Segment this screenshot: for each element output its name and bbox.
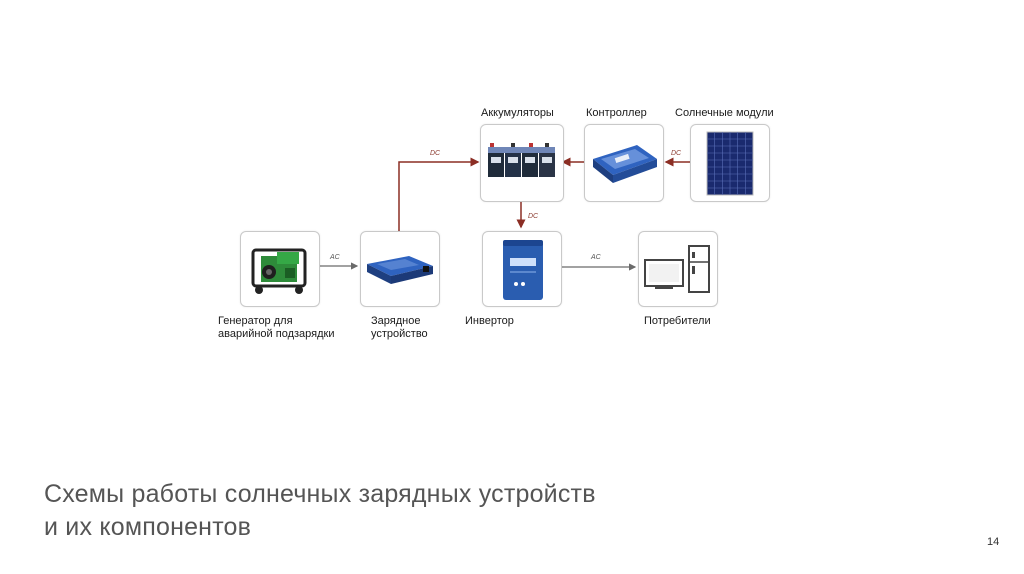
conn-label-solar-controller: DC	[671, 150, 682, 157]
label-charger-line2: устройство	[371, 328, 428, 340]
label-charger-line1: Зарядное	[371, 315, 421, 327]
conn-label-charger-batteries: DC	[430, 150, 441, 157]
tv-fridge-icon	[644, 245, 710, 293]
conn-label-generator-charger: AC	[330, 254, 340, 261]
label-controller: Контроллер	[586, 107, 647, 119]
generator-icon	[251, 248, 307, 294]
charger-icon	[367, 256, 433, 284]
label-batteries: Аккумуляторы	[481, 107, 554, 119]
inverter-icon	[503, 240, 543, 300]
slide-title: Схемы работы солнечных зарядных устройст…	[44, 478, 744, 544]
solar-panel-icon	[706, 131, 754, 196]
label-consumers: Потребители	[644, 315, 711, 327]
wire-charger-batteries	[398, 157, 480, 231]
node-solar	[690, 124, 770, 202]
node-consumers	[638, 231, 718, 307]
label-solar: Солнечные модули	[675, 107, 774, 119]
page-number: 14	[987, 536, 1000, 548]
node-generator	[240, 231, 320, 307]
label-generator-line2: аварийной подзарядки	[218, 328, 335, 340]
charge-controller-icon	[593, 145, 657, 183]
node-batteries	[480, 124, 564, 202]
conn-label-batteries-inverter: DC	[528, 213, 539, 220]
slide-title-line1: Схемы работы солнечных зарядных устройст…	[44, 480, 596, 508]
label-generator-line1: Генератор для	[218, 315, 293, 327]
conn-label-inverter-consumers: AC	[591, 254, 601, 261]
slide-title-line2: и их компонентов	[44, 513, 252, 541]
battery-bank-icon	[488, 143, 555, 177]
label-inverter: Инвертор	[465, 315, 514, 327]
node-charger	[360, 231, 440, 307]
node-controller	[584, 124, 664, 202]
node-inverter	[482, 231, 562, 307]
